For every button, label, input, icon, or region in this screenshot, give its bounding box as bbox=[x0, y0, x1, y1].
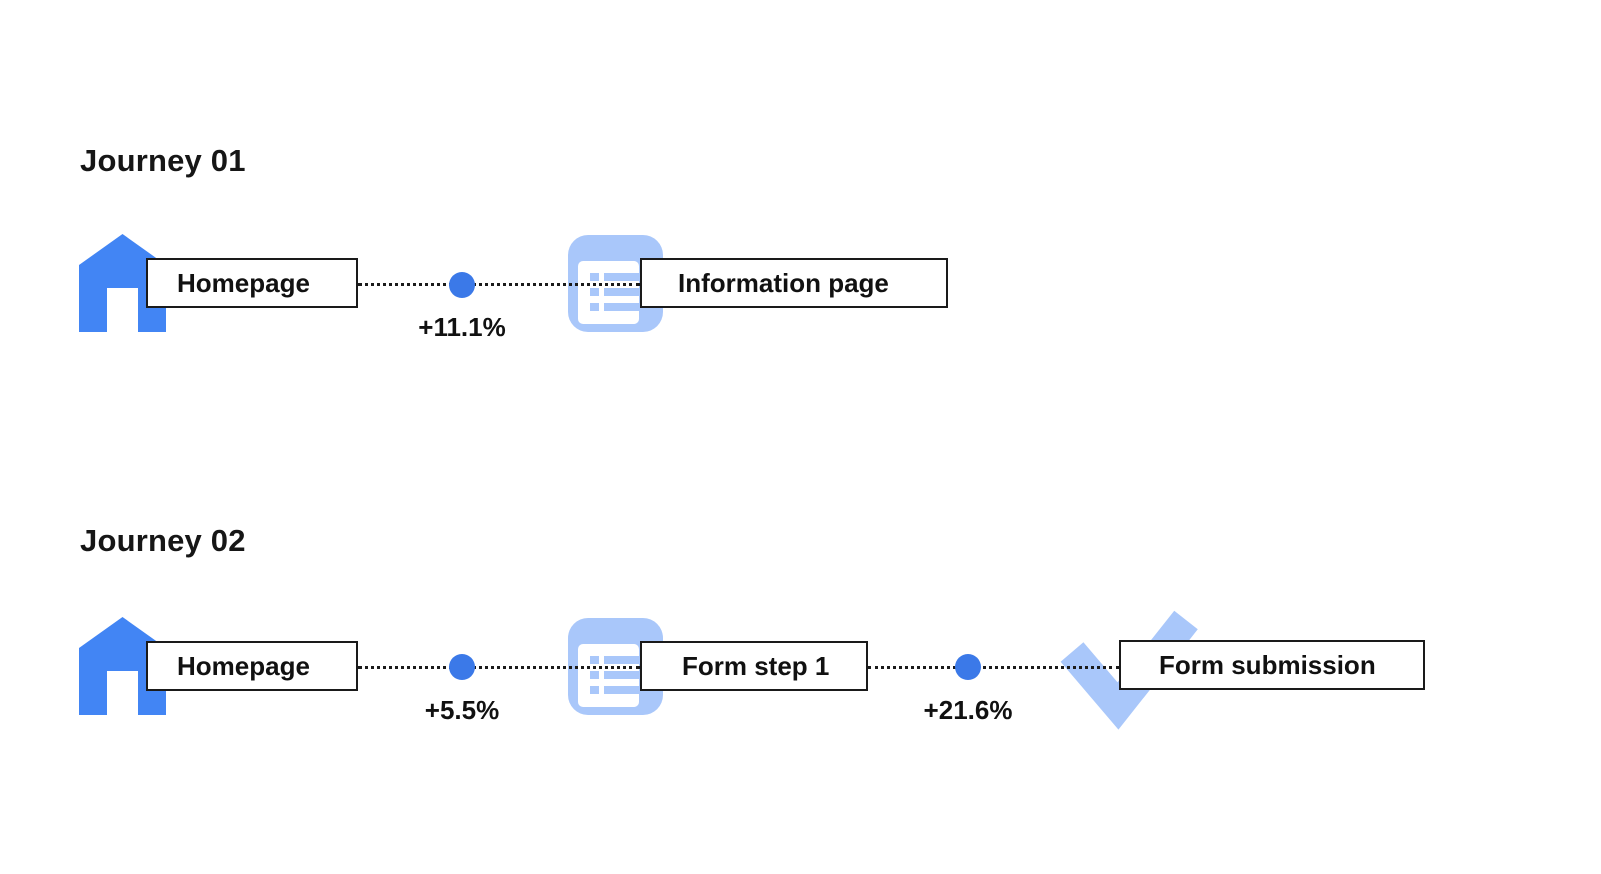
step-label: Homepage bbox=[177, 650, 310, 681]
transition-dot bbox=[449, 272, 475, 298]
step-label: Homepage bbox=[177, 267, 310, 298]
step-label: Form step 1 bbox=[682, 650, 830, 681]
page-icon-sheet bbox=[578, 644, 639, 707]
transition-percent: +5.5% bbox=[424, 695, 500, 725]
transition-percent: +21.6% bbox=[923, 695, 1013, 725]
step-label-box: Information page bbox=[640, 258, 948, 308]
flow-dotted-line bbox=[358, 666, 640, 669]
journey-title: Journey 02 bbox=[80, 523, 246, 558]
step-label-box: Form submission bbox=[1119, 640, 1425, 690]
information-page-icon bbox=[568, 235, 663, 332]
transition-dot bbox=[449, 654, 475, 680]
home-icon bbox=[79, 617, 166, 715]
journey-title: Journey 01 bbox=[80, 143, 246, 178]
step-label-box: Homepage bbox=[146, 258, 358, 308]
transition-dot bbox=[955, 654, 981, 680]
step-label: Information page bbox=[678, 267, 889, 298]
flow-dotted-line bbox=[358, 283, 640, 286]
flow-dotted-line bbox=[868, 666, 1119, 669]
page-icon-sheet bbox=[578, 261, 639, 324]
home-icon bbox=[79, 234, 166, 332]
step-label-box: Form step 1 bbox=[640, 641, 868, 691]
transition-percent: +11.1% bbox=[418, 312, 506, 342]
step-label: Form submission bbox=[1159, 649, 1376, 680]
step-label-box: Homepage bbox=[146, 641, 358, 691]
